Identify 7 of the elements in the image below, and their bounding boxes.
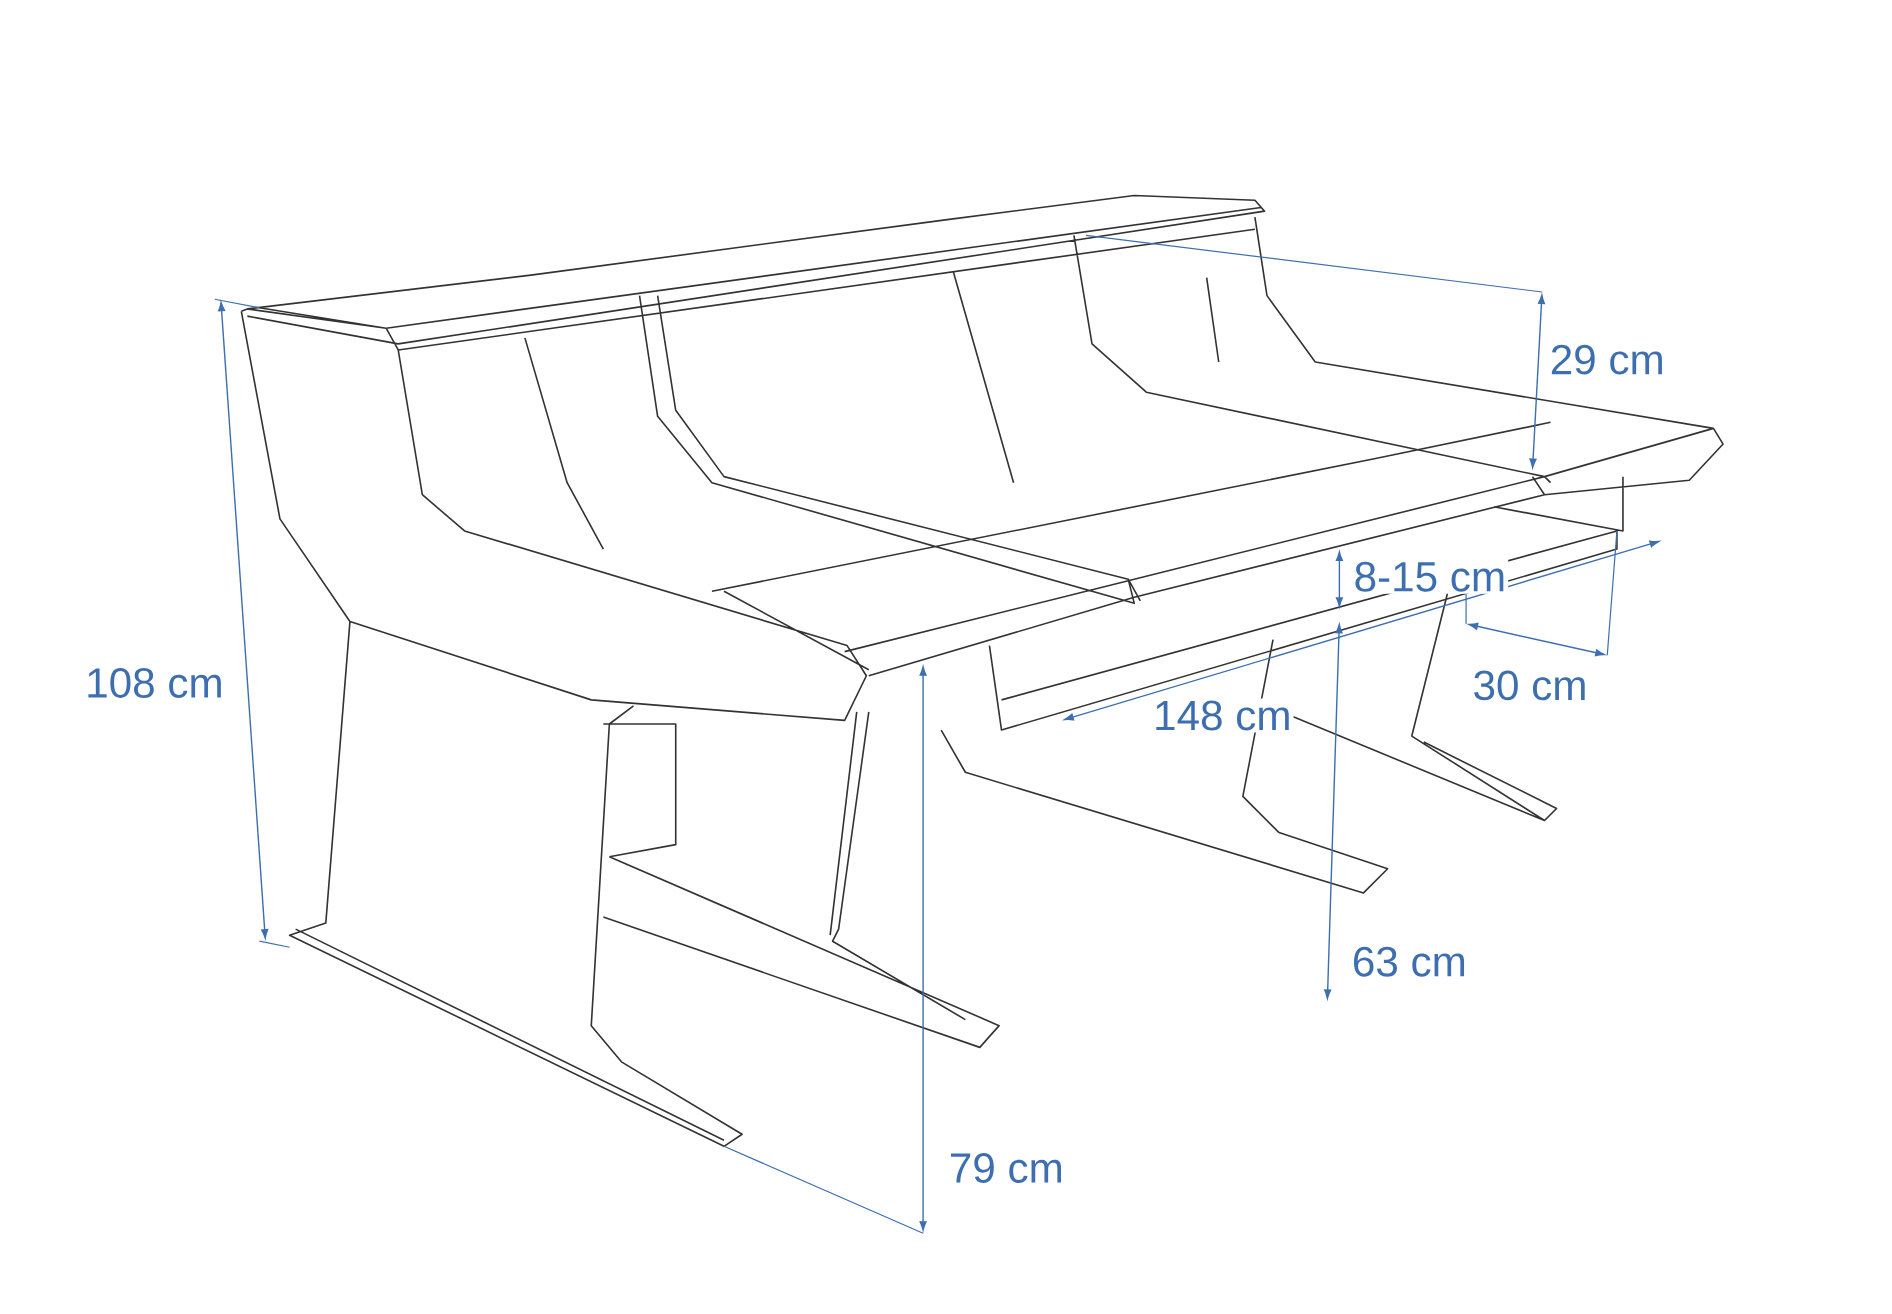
dimension-label: 29 cm bbox=[1547, 342, 1667, 377]
dimension-label: 30 cm bbox=[1470, 668, 1590, 703]
dimension-label: 8-15 cm bbox=[1351, 559, 1509, 594]
dimension-label: 79 cm bbox=[946, 1151, 1066, 1185]
dimension-label: 148 cm bbox=[1151, 698, 1294, 733]
dimension-label: 108 cm bbox=[83, 666, 226, 700]
dimension-label: 63 cm bbox=[1349, 944, 1469, 979]
